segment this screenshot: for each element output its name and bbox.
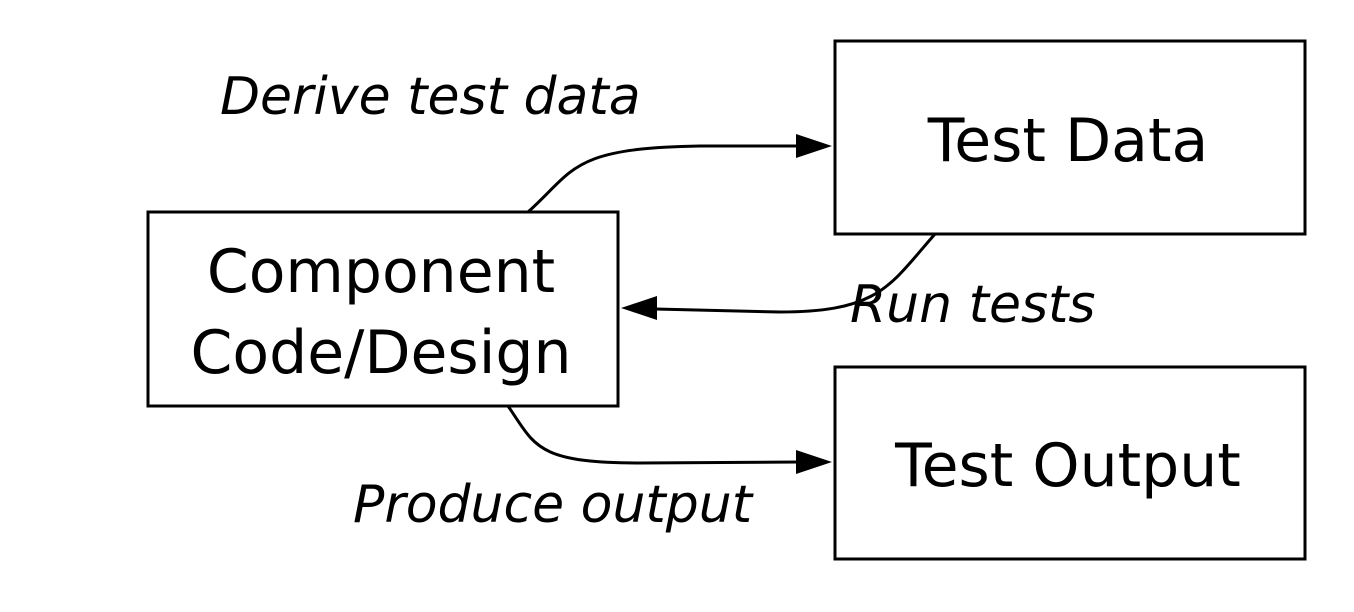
- edge-produce-path: [506, 405, 801, 465]
- node-test-data: Test Data: [833, 39, 1307, 236]
- node-test-output-label: Test Output: [894, 431, 1241, 501]
- edge-produce-output: Produce output: [353, 405, 832, 535]
- node-test-data-box: [833, 39, 1307, 236]
- node-test-output: Test Output: [833, 365, 1307, 561]
- node-component-line1: Component: [207, 237, 555, 307]
- node-test-data-label: Test Data: [927, 106, 1209, 176]
- edge-derive-path: [527, 144, 800, 214]
- edge-run-tests: Run tests: [621, 233, 1096, 335]
- node-component-code-design: Component Code/Design: [146, 210, 620, 408]
- edge-produce-arrowhead: [796, 450, 832, 474]
- edge-run-path: [654, 233, 937, 314]
- edge-produce-label: Produce output: [353, 475, 754, 535]
- node-component-line2: Code/Design: [191, 318, 572, 388]
- edge-run-label: Run tests: [850, 275, 1096, 335]
- edge-derive-arrowhead: [796, 134, 832, 158]
- node-component-box: [146, 210, 620, 408]
- edge-derive-label: Derive test data: [220, 67, 641, 127]
- edge-derive-test-data: Derive test data: [220, 67, 832, 214]
- edge-run-arrowhead: [621, 296, 657, 320]
- node-test-output-box: [833, 365, 1307, 561]
